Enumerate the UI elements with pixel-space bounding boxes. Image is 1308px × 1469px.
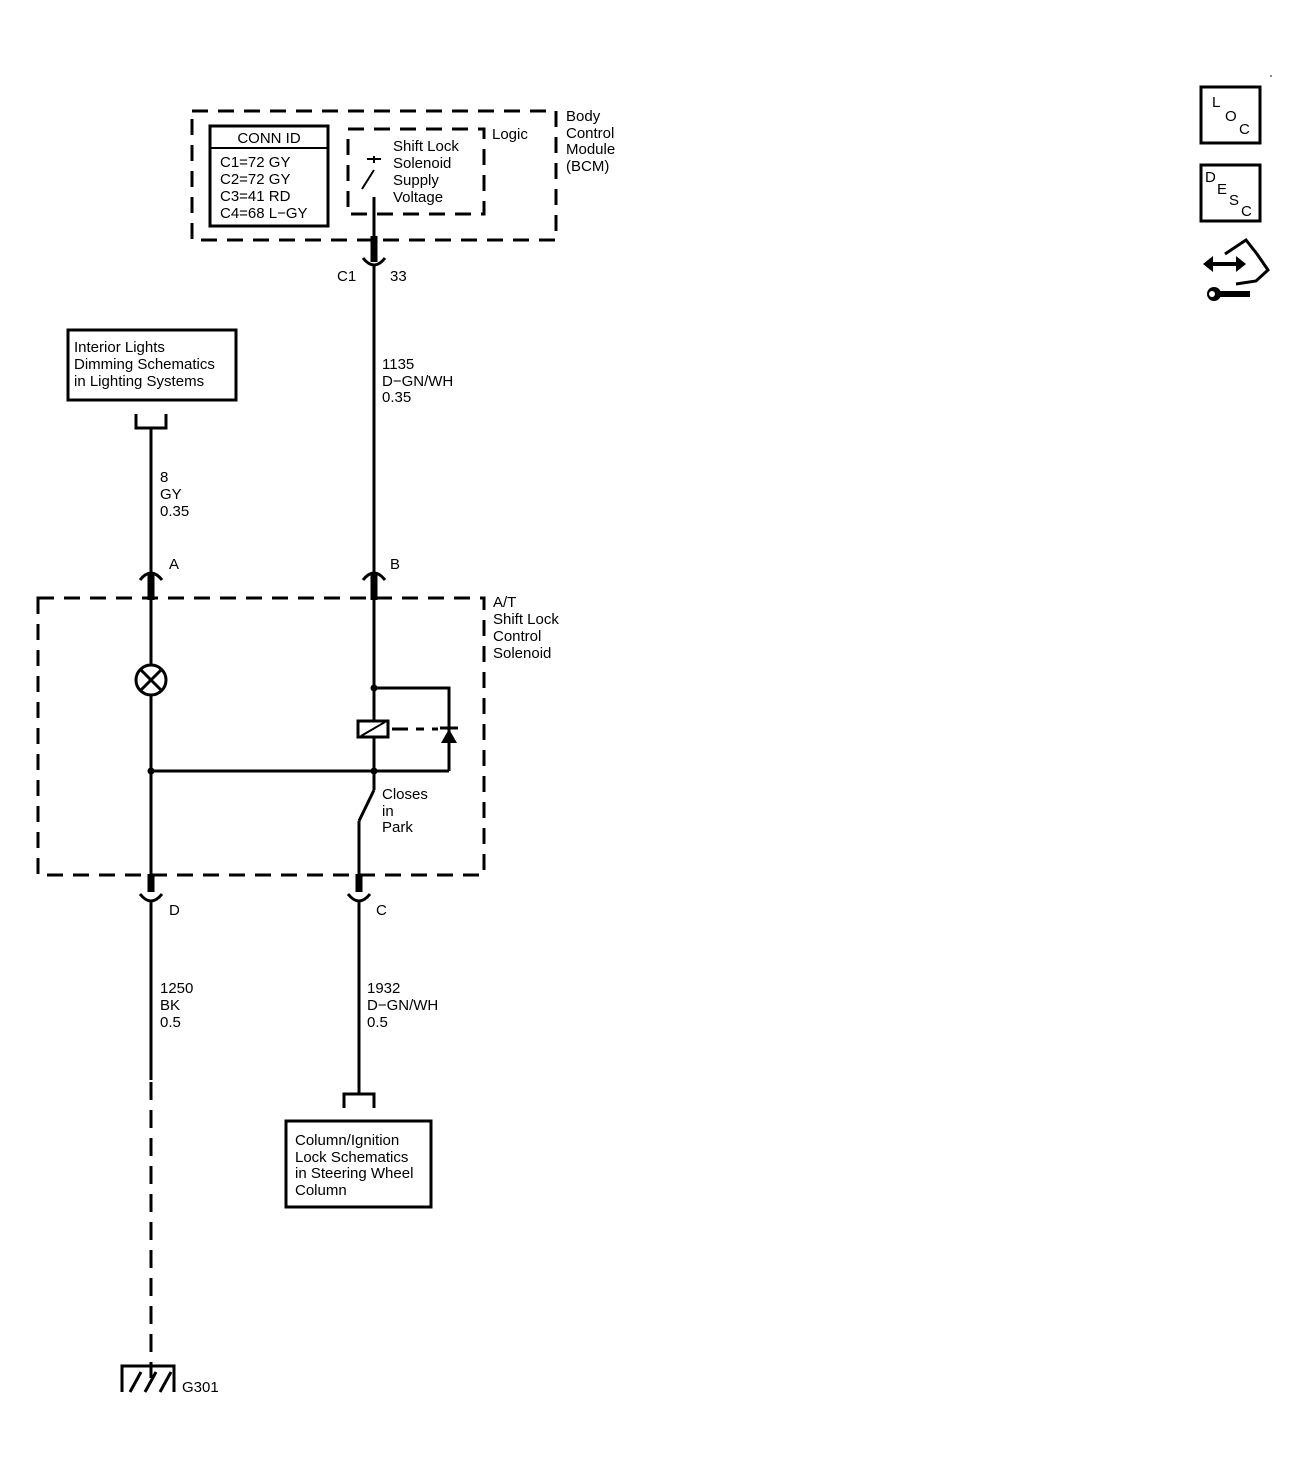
loc-icon-letter-3: C bbox=[1239, 121, 1250, 138]
loc-icon[interactable]: L O C bbox=[1199, 85, 1262, 145]
pin-c-connector: C bbox=[346, 874, 387, 919]
column-ref-line-1: Column/Ignition bbox=[295, 1132, 399, 1149]
lamp-icon bbox=[134, 663, 168, 697]
conn-id-table: CONN ID C1=72 GY C2=72 GY C3=41 RD C4=68… bbox=[208, 124, 330, 228]
bcm-name-line-4: (BCM) bbox=[566, 158, 609, 175]
pin-d-connector: D bbox=[138, 874, 180, 919]
desc-icon[interactable]: D E S C bbox=[1199, 163, 1262, 223]
interior-lights-reference[interactable]: Interior Lights Dimming Schematics in Li… bbox=[66, 328, 238, 402]
bcm-name-line-3: Module bbox=[566, 141, 615, 158]
solenoid-outline bbox=[36, 596, 486, 877]
wire-1135-color: D−GN/WH bbox=[382, 373, 453, 390]
bcm-connector-c1: C1 33 bbox=[337, 236, 407, 285]
solenoid-name-line-4: Solenoid bbox=[493, 645, 551, 662]
conn-id-row-4: C4=68 L−GY bbox=[220, 205, 308, 222]
pin-b-label: B bbox=[390, 556, 400, 573]
switch-label-line-3: Park bbox=[382, 819, 413, 836]
wire-8-color: GY bbox=[160, 486, 182, 503]
wire-1932-circuit: 1932 bbox=[367, 980, 400, 997]
pin-c-label: C bbox=[376, 902, 387, 919]
bcm-name-line-2: Control bbox=[566, 125, 614, 142]
wire-1250: 1250 BK 0.5 bbox=[149, 900, 193, 1372]
switch-label-line-2: in bbox=[382, 803, 394, 820]
park-switch-icon: Closes in Park bbox=[357, 786, 428, 880]
desc-icon-letter-2: E bbox=[1217, 181, 1227, 198]
bcm-module: Body Control Module (BCM) CONN ID C1=72 … bbox=[190, 108, 615, 242]
interior-ref-line-3: in Lighting Systems bbox=[74, 373, 204, 390]
wire-1932: 1932 D−GN/WH 0.5 bbox=[357, 900, 438, 1094]
wire-1250-circuit: 1250 bbox=[160, 980, 193, 997]
column-lock-reference[interactable]: Column/Ignition Lock Schematics in Steer… bbox=[284, 1119, 433, 1209]
bcm-outline bbox=[190, 109, 558, 242]
wire-8-circuit: 8 bbox=[160, 469, 168, 486]
column-ref-line-4: Column bbox=[295, 1182, 347, 1199]
bcm-pin-label: 33 bbox=[390, 268, 407, 285]
conn-id-row-3: C3=41 RD bbox=[220, 188, 291, 205]
desc-icon-letter-1: D bbox=[1205, 169, 1216, 186]
conn-id-header: CONN ID bbox=[237, 130, 301, 147]
ground-g301: G301 bbox=[120, 1364, 219, 1396]
wire-1932-color: D−GN/WH bbox=[367, 997, 438, 1014]
logic-function-line-1: Shift Lock bbox=[393, 138, 459, 155]
wire-8: 8 GY 0.35 bbox=[149, 428, 189, 572]
logic-label: Logic bbox=[492, 126, 528, 143]
solenoid-coil-icon bbox=[356, 719, 438, 739]
pin-b-connector: B bbox=[361, 556, 400, 600]
connector-tool-icon[interactable] bbox=[1203, 237, 1270, 301]
loc-icon-letter-2: O bbox=[1225, 108, 1237, 125]
wire-1135-circuit: 1135 bbox=[382, 356, 414, 373]
pin-d-label: D bbox=[169, 902, 180, 919]
logic-function-line-4: Voltage bbox=[393, 189, 443, 206]
wire-1135: 1135 D−GN/WH 0.35 bbox=[372, 266, 453, 572]
solenoid-name-line-2: Shift Lock bbox=[493, 611, 559, 628]
interior-ref-line-1: Interior Lights bbox=[74, 339, 165, 356]
diode-icon bbox=[374, 686, 458, 771]
interior-ref-terminal bbox=[134, 414, 168, 430]
logic-function-line-3: Supply bbox=[393, 172, 439, 189]
wire-1250-gauge: 0.5 bbox=[160, 1014, 181, 1031]
column-ref-terminal bbox=[342, 1092, 376, 1108]
ground-label: G301 bbox=[182, 1379, 219, 1396]
desc-icon-letter-3: S bbox=[1229, 192, 1239, 209]
wire-1932-gauge: 0.5 bbox=[367, 1014, 388, 1031]
bcm-name-line-1: Body bbox=[566, 108, 601, 125]
wire-1250-color: BK bbox=[160, 997, 180, 1014]
switch-label-line-1: Closes bbox=[382, 786, 428, 803]
conn-id-row-1: C1=72 GY bbox=[220, 154, 290, 171]
wire-1135-gauge: 0.35 bbox=[382, 389, 411, 406]
scan-speck bbox=[1270, 75, 1272, 77]
logic-block: Logic Shift Lock Solenoid Supply Voltage bbox=[346, 126, 528, 240]
pin-a-label: A bbox=[169, 556, 179, 573]
column-ref-line-2: Lock Schematics bbox=[295, 1149, 408, 1166]
desc-icon-letter-4: C bbox=[1241, 203, 1252, 220]
bcm-connector-label: C1 bbox=[337, 268, 356, 285]
shift-lock-solenoid: A/T Shift Lock Control Solenoid A B bbox=[36, 556, 559, 919]
solenoid-name-line-1: A/T bbox=[493, 594, 516, 611]
column-ref-line-3: in Steering Wheel bbox=[295, 1165, 413, 1182]
interior-ref-line-2: Dimming Schematics bbox=[74, 356, 215, 373]
logic-switch-icon bbox=[361, 156, 381, 240]
loc-icon-letter-1: L bbox=[1212, 94, 1220, 111]
logic-function-line-2: Solenoid bbox=[393, 155, 451, 172]
pin-a-connector: A bbox=[138, 556, 179, 600]
solenoid-name-line-3: Control bbox=[493, 628, 541, 645]
wire-8-gauge: 0.35 bbox=[160, 503, 189, 520]
conn-id-row-2: C2=72 GY bbox=[220, 171, 290, 188]
